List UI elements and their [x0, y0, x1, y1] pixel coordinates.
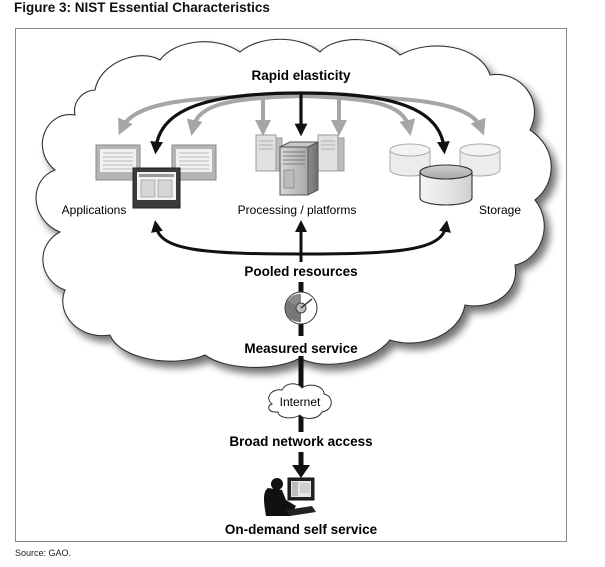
cloud-icon	[35, 38, 552, 369]
broad-network-access-label: Broad network access	[229, 434, 372, 449]
user-at-computer-icon	[264, 477, 316, 516]
on-demand-self-service-label: On-demand self service	[225, 522, 378, 537]
storage-cylinder-icon	[389, 143, 501, 206]
figure-title: Figure 3: NIST Essential Characteristics	[14, 0, 270, 15]
processing-platforms-label: Processing / platforms	[238, 203, 357, 217]
internet-label: Internet	[280, 395, 321, 409]
measured-service-label: Measured service	[244, 341, 358, 356]
network-to-user-arrow	[292, 452, 310, 478]
storage-label: Storage	[479, 203, 521, 217]
elasticity-arrows-secondary	[118, 94, 486, 136]
rapid-elasticity-label: Rapid elasticity	[251, 68, 351, 83]
internet-cloud-icon	[268, 383, 332, 419]
pooled-resources-arrows	[151, 220, 451, 262]
figure-source: Source: GAO.	[15, 548, 72, 558]
server-tower-icon	[255, 134, 345, 196]
application-window-icon	[95, 144, 217, 209]
applications-label: Applications	[62, 203, 127, 217]
meter-gauge-icon	[284, 291, 318, 325]
elasticity-arrows-primary	[150, 91, 450, 155]
pooled-resources-label: Pooled resources	[244, 264, 357, 279]
